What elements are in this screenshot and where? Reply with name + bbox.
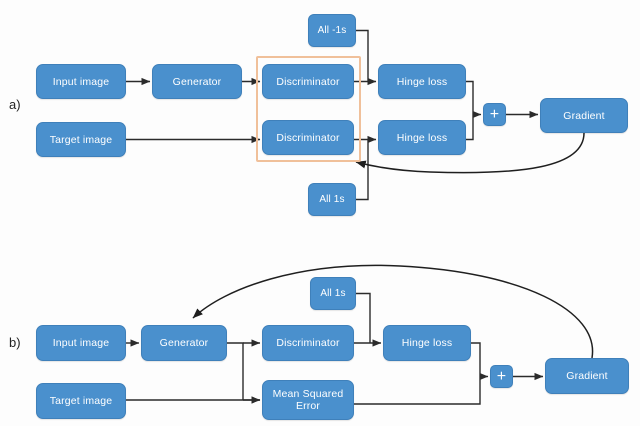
discriminator-group-highlight xyxy=(256,56,361,162)
node-mean-squared-error-label: Mean Squared Error xyxy=(272,388,344,412)
panel-label-b: b) xyxy=(9,335,21,350)
edge-hinge-bottom-to-sum-a xyxy=(466,114,474,141)
edge-all-minus-ones-to-hinge-top-a xyxy=(356,29,369,82)
node-discriminator-bottom-a[interactable]: Discriminator xyxy=(262,120,354,155)
node-all-minus-ones-a[interactable]: All -1s xyxy=(308,14,356,47)
edge-hinge-to-sum-b xyxy=(471,342,481,377)
node-target-image-b[interactable]: Target image xyxy=(36,383,126,419)
node-gradient-a[interactable]: Gradient xyxy=(540,98,628,133)
panel-label-a: a) xyxy=(9,97,21,112)
node-hinge-loss-top-a[interactable]: Hinge loss xyxy=(378,64,466,99)
node-generator-b[interactable]: Generator xyxy=(141,325,227,361)
edge-all-ones-to-hinge-b xyxy=(356,292,371,343)
edge-mse-to-sum-b xyxy=(354,376,481,405)
node-all-ones-a[interactable]: All 1s xyxy=(308,183,356,216)
node-discriminator-b[interactable]: Discriminator xyxy=(262,325,354,361)
node-hinge-loss-bottom-a[interactable]: Hinge loss xyxy=(378,120,466,155)
node-sum-operator-b[interactable]: + xyxy=(490,365,513,388)
edge-gradient-feedback-a xyxy=(355,132,585,174)
node-generator-a[interactable]: Generator xyxy=(152,64,242,99)
node-input-image-a[interactable]: Input image xyxy=(36,64,126,99)
node-input-image-b[interactable]: Input image xyxy=(36,325,126,361)
node-discriminator-top-a[interactable]: Discriminator xyxy=(262,64,354,99)
node-mean-squared-error-b[interactable]: Mean Squared Error xyxy=(262,380,354,420)
node-gradient-b[interactable]: Gradient xyxy=(545,358,629,394)
edge-hinge-top-to-sum-a xyxy=(466,80,474,115)
node-sum-operator-a[interactable]: + xyxy=(483,103,506,126)
node-hinge-loss-b[interactable]: Hinge loss xyxy=(383,325,471,361)
edge-generator-split-b xyxy=(227,342,244,400)
edge-all-ones-to-hinge-bottom-a xyxy=(356,139,369,201)
node-all-ones-b[interactable]: All 1s xyxy=(310,277,356,310)
edge-gradient-feedback-b xyxy=(192,264,594,359)
node-target-image-a[interactable]: Target image xyxy=(36,122,126,157)
